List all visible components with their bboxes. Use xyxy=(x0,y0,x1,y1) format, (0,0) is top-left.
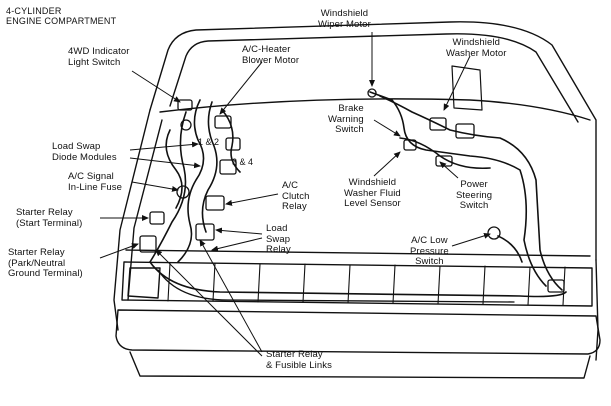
leader-lines xyxy=(99,32,491,357)
hood-outline xyxy=(149,21,597,261)
callout-line: Washer Motor xyxy=(446,47,507,59)
callout-line: Washer Fluid xyxy=(344,187,401,199)
header-line-2: ENGINE COMPARTMENT xyxy=(6,16,117,26)
leader-4wd xyxy=(131,70,181,103)
diagram-header: 4-CYLINDER ENGINE COMPARTMENT xyxy=(6,6,116,26)
callout-line: Windshield xyxy=(348,177,397,188)
callout-line: Power xyxy=(460,179,488,190)
callout-line: Level Sensor xyxy=(344,198,401,209)
callout-line: Light Switch xyxy=(68,56,121,68)
bumper-lower xyxy=(129,351,591,379)
callout-load-swap-relay: Load Swap Relay xyxy=(266,223,291,256)
leader-fluid xyxy=(373,151,401,177)
leader-lsr-1 xyxy=(215,227,263,235)
callout-line: Swap xyxy=(266,233,291,245)
callout-line: 4WD Indicator xyxy=(68,46,130,57)
callout-line: Starter Relay xyxy=(8,247,65,258)
leader-lsr-2 xyxy=(211,237,263,252)
left-harness xyxy=(149,99,241,263)
connector-number-1-2: 1 & 2 xyxy=(198,137,220,147)
leader-acsignal xyxy=(131,181,179,192)
callout-line: Wiper Motor xyxy=(318,18,371,30)
callout-starter-relay-park: Starter Relay (Park/Neutral Ground Termi… xyxy=(8,247,83,280)
header-line-1: 4-CYLINDER xyxy=(6,6,62,16)
callout-line: In-Line Fuse xyxy=(68,181,123,193)
callout-ac-low-pressure: A/C Low Pressure Switch xyxy=(410,235,449,268)
leader-diode-1 xyxy=(129,141,199,151)
callout-line: Blower Motor xyxy=(242,54,300,66)
callout-line: Diode Modules xyxy=(52,151,117,163)
callout-line: A/C-Heater xyxy=(242,44,291,55)
callout-washer-fluid-sensor: Windshield Washer Fluid Level Sensor xyxy=(344,177,401,210)
callout-ac-clutch-relay: A/C Clutch Relay xyxy=(282,180,310,213)
leader-ps xyxy=(439,161,459,179)
callout-line: A/C Signal xyxy=(68,171,114,182)
callout-starter-relay-start: Starter Relay (Start Terminal) xyxy=(16,207,83,229)
bumper xyxy=(115,309,601,355)
bottom-harness xyxy=(149,261,567,298)
callout-line: Clutch xyxy=(282,190,310,202)
callout-brake-switch: Brake Warning Switch xyxy=(328,103,364,136)
grille-top xyxy=(125,249,591,257)
callout-line: Switch xyxy=(415,256,444,267)
callout-load-swap-diodes: Load Swap Diode Modules xyxy=(52,141,117,163)
cowl-line xyxy=(159,98,591,121)
callout-line: A/C xyxy=(282,180,299,191)
callout-line: Switch xyxy=(459,200,489,211)
leader-park xyxy=(99,243,139,259)
callout-washer-motor: Windshield Washer Motor xyxy=(446,37,507,59)
left-fender-inner xyxy=(127,119,163,301)
callout-line: Relay xyxy=(266,244,291,255)
left-fender xyxy=(113,109,151,331)
callout-line: Starter Relay xyxy=(16,207,73,218)
leader-lowpress xyxy=(451,232,491,247)
callout-line: Steering xyxy=(456,189,493,201)
callout-line: Brake xyxy=(338,103,364,114)
callout-blower-motor: A/C-Heater Blower Motor xyxy=(242,44,300,66)
leader-blower xyxy=(219,61,263,115)
leader-diode-2 xyxy=(129,157,201,169)
leader-brake xyxy=(373,119,401,137)
left-connectors xyxy=(139,99,241,253)
leader-fusible-1 xyxy=(199,239,263,353)
connector-number-3-4: 3 & 4 xyxy=(232,157,254,167)
callout-line: Windshield xyxy=(320,8,369,19)
callout-line: Switch xyxy=(335,124,364,135)
callout-line: (Start Terminal) xyxy=(16,217,83,229)
callout-power-steering-switch: Power Steering Switch xyxy=(456,179,493,212)
callout-line: Relay xyxy=(282,201,307,212)
leader-washer-motor xyxy=(443,55,471,111)
callout-ac-signal-fuse: A/C Signal In-Line Fuse xyxy=(68,171,123,193)
leader-fusible-2 xyxy=(155,249,263,357)
callout-4wd-switch: 4WD Indicator Light Switch xyxy=(68,46,130,68)
grille-frame xyxy=(121,261,593,307)
leader-clutch xyxy=(225,193,279,206)
right-fender xyxy=(595,259,599,361)
callout-line: Load Swap xyxy=(52,141,101,152)
callout-starter-fusible-links: Starter Relay & Fusible Links xyxy=(266,349,332,371)
callout-line: Ground Terminal) xyxy=(8,268,83,279)
callout-line: Windshield xyxy=(452,37,500,48)
washer-bottle xyxy=(451,65,483,111)
callout-line: Warning xyxy=(328,113,364,125)
callout-line: Pressure xyxy=(410,245,449,257)
headlamp-left xyxy=(127,267,161,299)
callout-wiper-motor: Windshield Wiper Motor xyxy=(318,8,371,30)
hood-inner-edge xyxy=(169,33,579,123)
callout-line: Load xyxy=(266,223,288,234)
callout-line: (Park/Neutral xyxy=(8,257,66,269)
callout-line: Starter Relay xyxy=(266,349,323,360)
callout-line: A/C Low xyxy=(411,235,448,246)
grille-bars xyxy=(167,262,566,306)
callout-line: & Fusible Links xyxy=(266,359,332,371)
